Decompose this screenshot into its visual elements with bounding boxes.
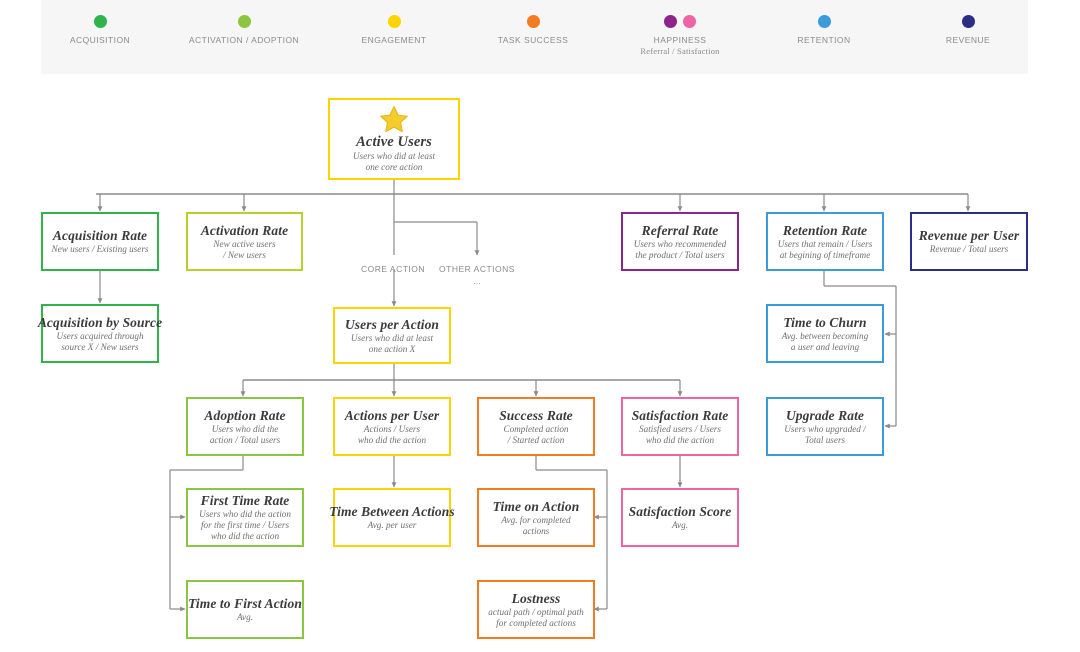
legend-color-dot-icon (387, 15, 401, 29)
metric-node-title: Time to First Action (188, 596, 302, 611)
star-icon (380, 106, 408, 133)
metric-node-title: Revenue per User (918, 228, 1020, 243)
legend-label: REVENUE (945, 35, 991, 45)
legend-label: RETENTION (797, 35, 851, 45)
metric-node-title: Retention Rate (782, 222, 868, 238)
metric-node-title: First Time Rate (200, 493, 290, 508)
metric-node-title: Time on Action (492, 498, 580, 514)
metric-node-description: Avg. (671, 520, 689, 530)
metric-node-title: Adoption Rate (204, 407, 286, 423)
legend-color-dot-icon (664, 15, 677, 29)
metric-node-title: Time Between Actions (329, 504, 455, 519)
legend-dot-group (595, 14, 765, 30)
metric-node-description: New active users / New users (213, 238, 276, 260)
metric-node-description: New users / Existing users (51, 244, 149, 254)
legend-color-dot-icon (526, 15, 540, 29)
metric-node-description: actual path / optimal path for completed… (488, 606, 584, 628)
legend-dot-group (739, 14, 909, 30)
metric-node-description: Users that remain / Users at begining of… (777, 238, 873, 260)
metric-node-title: Activation Rate (200, 222, 289, 238)
legend-label: ACQUISITION (69, 35, 131, 45)
legend-item-acquisition: ACQUISITION (15, 14, 185, 46)
legend-color-dot-icon (93, 15, 107, 29)
legend-dot-group (15, 14, 185, 30)
legend-dot-group (883, 14, 1053, 30)
legend-label: HAPPINESS (653, 35, 707, 45)
legend-panel: ACQUISITION ACTIVATION / ADOPTION ENGAGEME… (41, 0, 1028, 74)
metric-node-description: Users who did the action for the first t… (199, 509, 291, 541)
legend-dot-group (159, 14, 329, 30)
metric-node-title: Acquisition Rate (52, 228, 148, 243)
legend-sublabel: Referral / Satisfaction (640, 46, 720, 56)
metric-node-description: Users who did the action / Total users (209, 423, 281, 445)
metric-node-title: Actions per User (344, 407, 440, 423)
metric-node-description: Users who upgraded / Total users (784, 423, 866, 445)
legend-color-dot-icon (683, 15, 696, 29)
legend-color-dot-icon (237, 15, 251, 29)
legend-item-revenue: REVENUE (883, 14, 1053, 46)
legend-item-engagement: ENGAGEMENT (309, 14, 479, 46)
metric-node-title: Time to Churn (783, 314, 867, 330)
metric-node-title: Active Users (356, 134, 432, 150)
metric-node-title: Acquisition by Source (37, 314, 163, 330)
metric-node-description: Avg. between becoming a user and leaving (781, 330, 869, 352)
metric-node-title: Satisfaction Rate (631, 407, 729, 423)
metric-node-description: Avg. (236, 612, 254, 622)
legend-color-dot-icon (817, 15, 831, 29)
metric-node-title: Users per Action (344, 316, 440, 332)
metric-node-description: Users who recommended the product / Tota… (633, 238, 727, 260)
metric-node-description: Users who did at least one action X (350, 332, 434, 354)
branch-ellipsis: ... (473, 276, 481, 286)
legend-item-retention: RETENTION (739, 14, 909, 46)
metric-node-title: Satisfaction Score (628, 504, 732, 519)
metric-node-description: Avg. per user (367, 520, 417, 530)
metric-node-description: Revenue / Total users (929, 244, 1009, 254)
metric-node-description: Actions / Users who did the action (357, 423, 427, 445)
legend-dot-group (309, 14, 479, 30)
legend-label: ENGAGEMENT (361, 35, 427, 45)
legend-color-dot-icon (961, 15, 975, 29)
metric-node-description: Completed action / Started action (503, 423, 569, 445)
legend-dot-group (448, 14, 618, 30)
metric-node-title: Lostness (511, 590, 561, 606)
metric-node-description: Users who did at least one core action (352, 151, 436, 172)
metric-node-title: Success Rate (499, 407, 573, 423)
metric-node-title: Referral Rate (641, 222, 719, 238)
metric-node-description: Satisfied users / Users who did the acti… (639, 423, 721, 445)
metric-node-title: Upgrade Rate (785, 407, 865, 423)
metric-node-description: Avg. for completed actions (501, 514, 571, 536)
branch-label: OTHER ACTIONS (439, 264, 515, 274)
legend-label: TASK SUCCESS (497, 35, 569, 45)
legend-item-activation-adoption: ACTIVATION / ADOPTION (159, 14, 329, 46)
metric-node-description: Users acquired through source X / New us… (56, 330, 144, 352)
branch-label: CORE ACTION (360, 264, 426, 274)
legend-item-task-success: TASK SUCCESS (448, 14, 618, 46)
legend-label: ACTIVATION / ADOPTION (188, 35, 300, 45)
